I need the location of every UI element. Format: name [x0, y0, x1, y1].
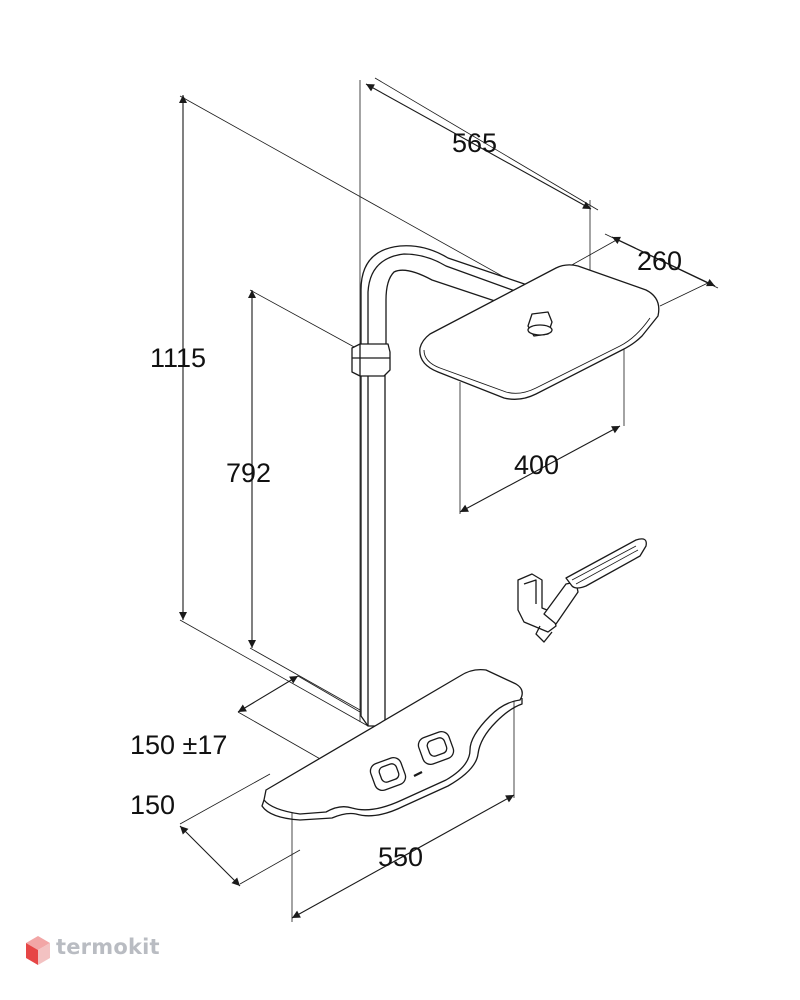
dimension-label-260: 260 — [637, 246, 683, 276]
hexagon-cube-icon — [26, 936, 50, 965]
arm-clamp — [351, 343, 391, 377]
dim-line-565 — [365, 83, 592, 210]
hand-shower-handle — [543, 581, 579, 625]
dim-line-150 — [179, 825, 241, 887]
thermostat-knob-left — [369, 756, 407, 792]
dim-line-260 — [611, 236, 716, 287]
dim-line-550 — [291, 794, 515, 919]
dimension-label-550: 550 — [378, 842, 424, 872]
dimension-label-150: 150 — [130, 790, 176, 820]
shelf-top — [263, 668, 523, 815]
watermark: termokit — [22, 935, 160, 959]
watermark-text: termokit — [56, 935, 160, 959]
dimension-label-792: 792 — [226, 458, 272, 488]
dimension-label-150-tolerance: 150 ±17 — [130, 730, 228, 760]
hand-shower — [517, 538, 647, 643]
hand-shower-holder — [517, 573, 557, 633]
head-shower — [419, 264, 660, 400]
dimension-lines — [179, 83, 716, 919]
thermostat-shelf — [261, 668, 523, 821]
extension-lines — [179, 77, 719, 922]
dim-line-400 — [459, 425, 621, 513]
dim-line-150pm — [237, 675, 299, 713]
dimension-label-400: 400 — [514, 450, 560, 480]
dimension-label-565: 565 — [452, 128, 498, 158]
hand-shower-head — [565, 538, 647, 589]
thermostat-knob-right — [417, 730, 455, 766]
riser-pipe — [360, 359, 386, 727]
dimension-label-1115: 1115 — [150, 343, 207, 373]
